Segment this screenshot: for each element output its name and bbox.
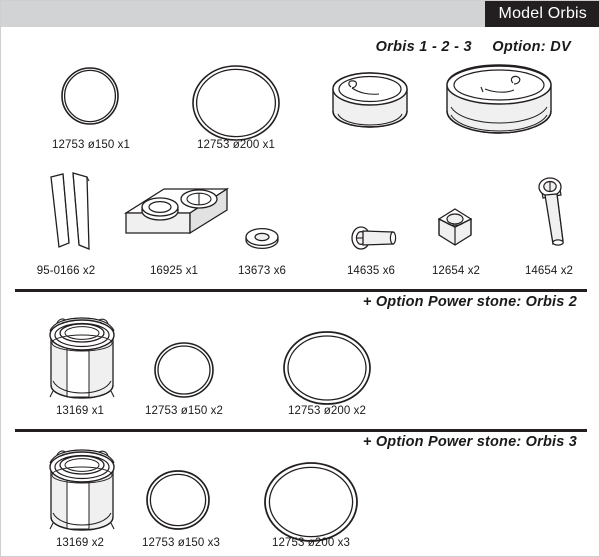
twin-recess-box-icon xyxy=(123,187,230,235)
part-blade-wedge-pair xyxy=(43,171,97,253)
ring-thin-small-icon xyxy=(61,67,119,125)
washer-icon xyxy=(245,227,279,250)
part-gasket-ring-200-orbis3 xyxy=(263,461,359,543)
label-blade-wedge-pair: 95-0166 x2 xyxy=(36,265,96,277)
label-power-stone-canister-3: 13169 x2 xyxy=(55,537,105,549)
socket-screw-horizontal-icon xyxy=(351,226,397,250)
socket-screw-vertical-icon xyxy=(538,177,564,246)
part-cap-screw-vertical xyxy=(534,173,570,249)
part-gasket-ring-200 xyxy=(191,63,281,143)
subtitle-row: Orbis 1 - 2 - 3 Option: DV xyxy=(376,39,571,55)
collar-3d-large-icon xyxy=(446,64,552,134)
ring-thin-small-icon xyxy=(154,342,214,398)
ring-thin-large-icon xyxy=(283,331,371,405)
subtitle-models: Orbis 1 - 2 - 3 xyxy=(375,39,472,55)
part-collar-small xyxy=(329,71,411,133)
subtitle-option: Option: DV xyxy=(492,39,571,55)
section-title-orbis3: + Option Power stone: Orbis 3 xyxy=(362,434,577,450)
part-gasket-ring-150-orbis2 xyxy=(153,341,215,399)
label-gasket-ring-200-orbis2: 12753 ø200 x2 xyxy=(287,405,367,417)
part-gasket-ring-150-orbis3 xyxy=(145,469,211,531)
label-cap-screw-horizontal: 14635 x6 xyxy=(346,265,396,277)
part-hex-nut xyxy=(435,207,475,249)
label-gasket-ring-150-orbis2: 12753 ø150 x2 xyxy=(144,405,224,417)
divider-orbis3 xyxy=(15,429,587,432)
label-power-stone-canister-2: 13169 x1 xyxy=(55,405,105,417)
label-flat-washer: 13673 x6 xyxy=(237,265,287,277)
label-hex-nut: 12654 x2 xyxy=(431,265,481,277)
label-gasket-ring-200-orbis3: 12753 ø200 x3 xyxy=(271,537,351,549)
collar-3d-small-icon xyxy=(332,72,408,128)
hex-nut-icon xyxy=(437,208,473,246)
part-gasket-ring-200-orbis2 xyxy=(282,329,372,407)
model-badge: Model Orbis xyxy=(484,1,599,27)
divider-orbis2 xyxy=(15,289,587,292)
ring-thin-large-icon xyxy=(264,462,358,542)
label-gasket-ring-150: 12753 ø150 x1 xyxy=(51,139,131,151)
part-twin-socket-base xyxy=(123,183,230,245)
ring-thin-small-icon xyxy=(146,470,210,530)
part-gasket-ring-150 xyxy=(59,65,121,127)
canister-icon xyxy=(49,317,115,399)
part-flat-washer xyxy=(244,226,280,250)
label-gasket-ring-150-orbis3: 12753 ø150 x3 xyxy=(141,537,221,549)
part-power-stone-canister-2 xyxy=(37,313,127,401)
part-collar-large xyxy=(443,63,555,141)
label-twin-socket-base: 16925 x1 xyxy=(149,265,199,277)
label-cap-screw-vertical: 14654 x2 xyxy=(524,265,574,277)
ring-thin-large-icon xyxy=(192,65,280,141)
label-gasket-ring-200: 12753 ø200 x1 xyxy=(196,139,276,151)
wedge-blades-icon xyxy=(50,172,90,250)
part-power-stone-canister-3 xyxy=(37,445,127,533)
section-title-orbis2: + Option Power stone: Orbis 2 xyxy=(362,294,577,310)
canister-icon xyxy=(49,449,115,531)
part-cap-screw-horizontal xyxy=(341,223,399,253)
